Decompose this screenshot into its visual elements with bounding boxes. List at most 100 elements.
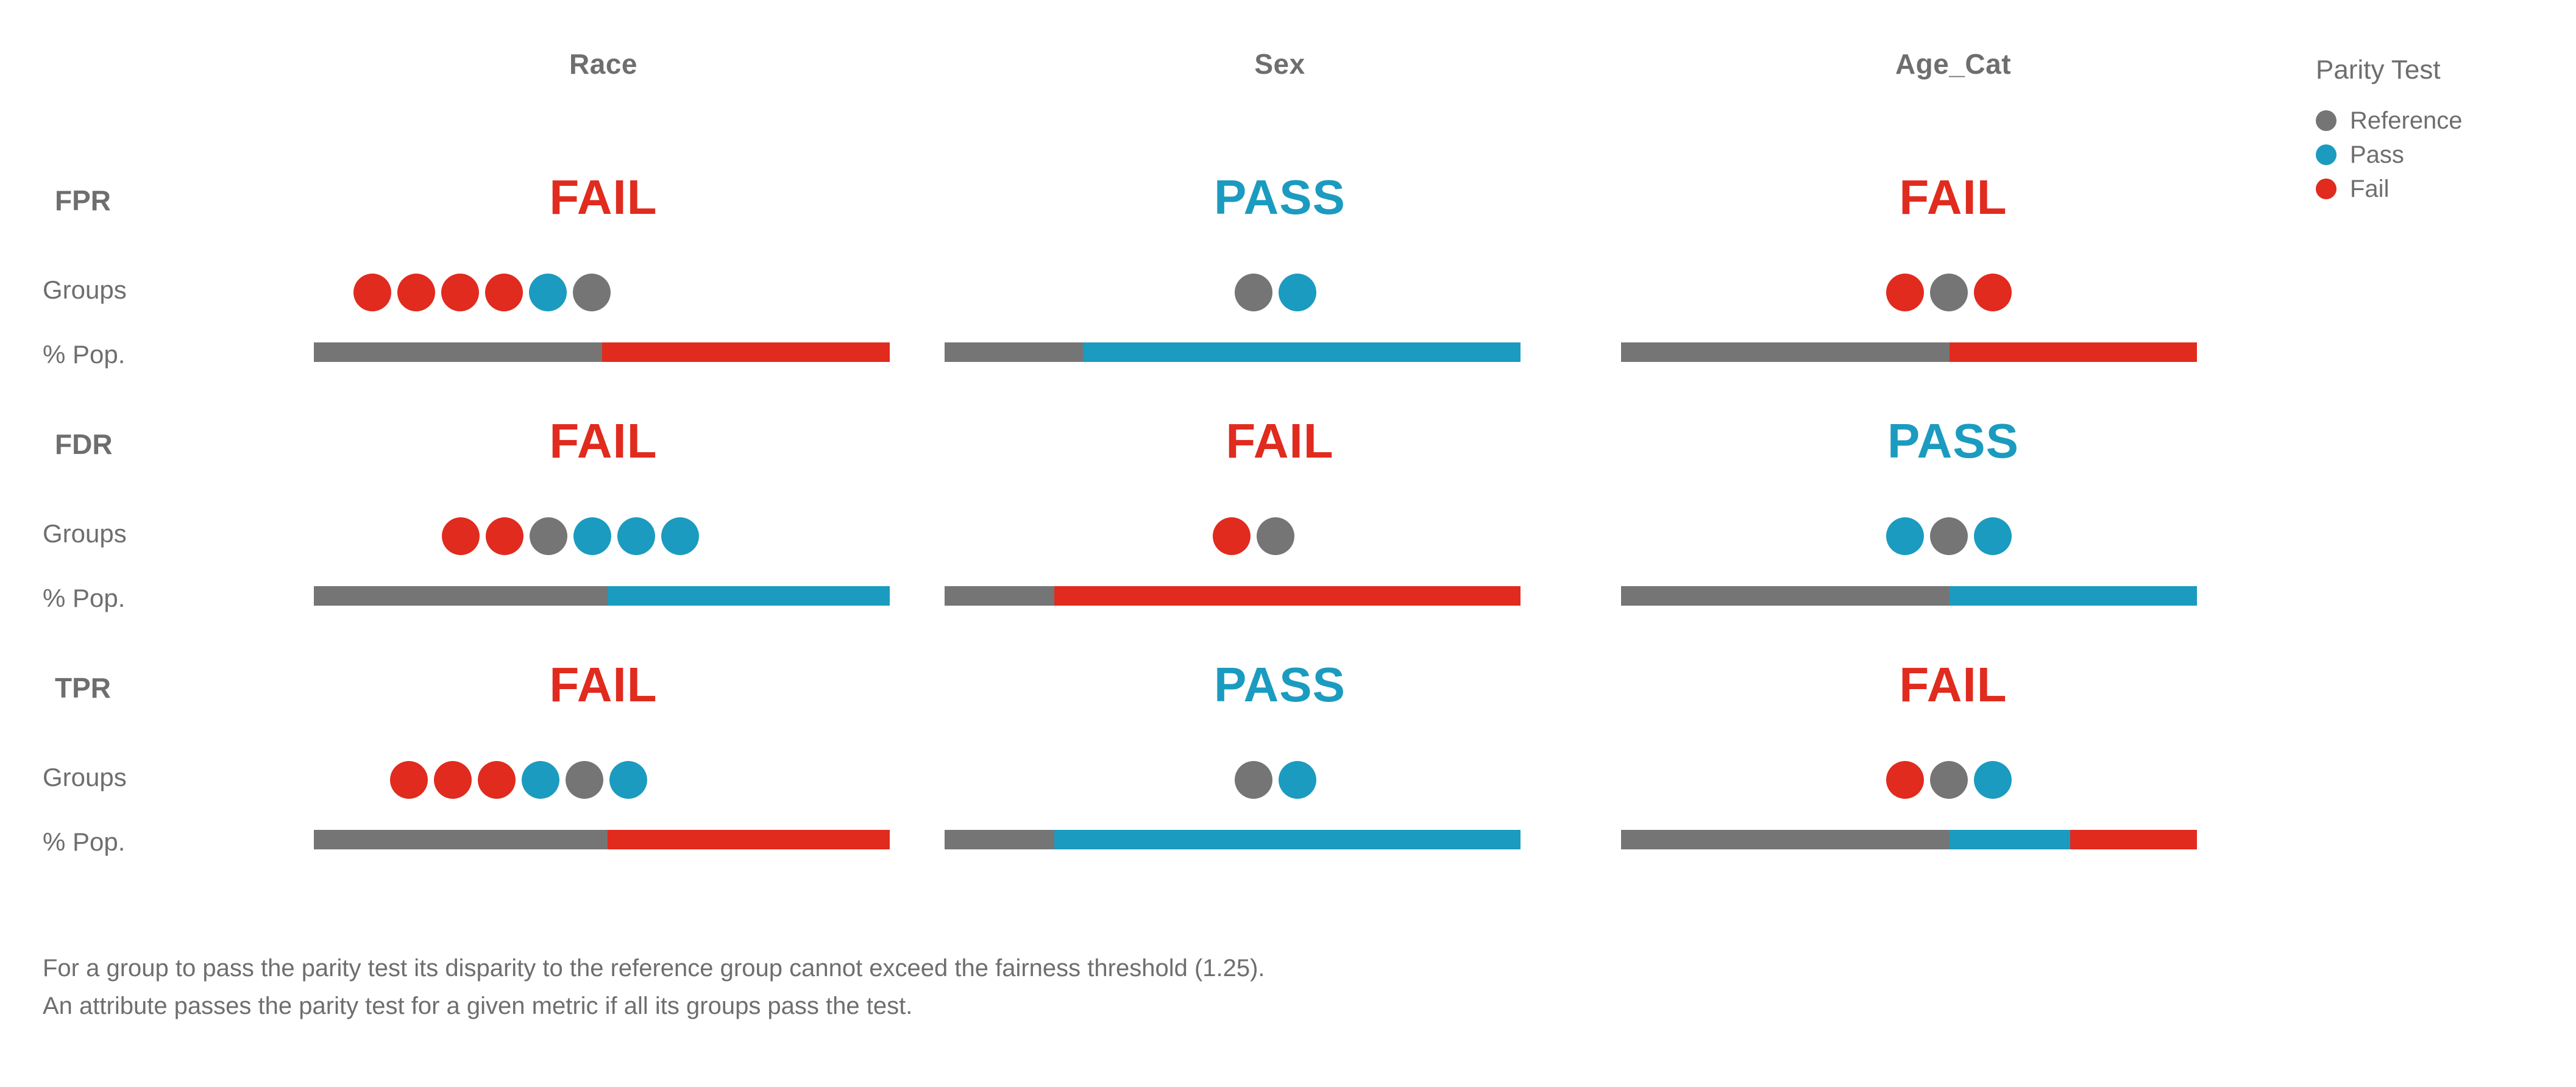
population-bar xyxy=(945,342,1520,362)
population-segment-reference[interactable] xyxy=(1621,586,1950,606)
population-segment-reference[interactable] xyxy=(1621,342,1950,362)
population-bar xyxy=(1621,586,2197,606)
group-dot-reference[interactable] xyxy=(1235,274,1272,311)
group-dot-fail[interactable] xyxy=(1213,517,1251,555)
group-dots xyxy=(945,754,1905,806)
group-dot-fail[interactable] xyxy=(390,761,428,799)
population-bar xyxy=(314,586,890,606)
population-segment-fail[interactable] xyxy=(1949,342,2197,362)
row-label-metric-fdr: FDR xyxy=(55,428,113,460)
group-dot-reference[interactable] xyxy=(566,761,603,799)
population-segment-reference[interactable] xyxy=(945,830,1054,849)
cell-tpr-age_cat: FAIL xyxy=(1618,652,2288,896)
population-bar xyxy=(1621,830,2197,849)
verdict-badge: FAIL xyxy=(1899,170,2007,224)
population-segment-reference[interactable] xyxy=(1621,830,1950,849)
group-dots xyxy=(268,511,1112,562)
group-dot-pass[interactable] xyxy=(1974,761,2012,799)
population-bar xyxy=(1621,342,2197,362)
group-dot-fail[interactable] xyxy=(486,517,523,555)
group-dot-fail[interactable] xyxy=(485,274,523,311)
group-dot-pass[interactable] xyxy=(1279,274,1316,311)
legend-swatch-fail-icon xyxy=(2316,179,2336,199)
legend-item-pass[interactable]: Pass xyxy=(2316,138,2572,172)
verdict-badge: FAIL xyxy=(549,170,658,224)
population-segment-fail[interactable] xyxy=(2070,830,2197,849)
group-dots xyxy=(945,267,1905,318)
verdict-badge: FAIL xyxy=(1899,657,2007,712)
group-dot-fail[interactable] xyxy=(397,274,435,311)
row-label-pop-tpr: % Pop. xyxy=(43,827,126,856)
group-dot-reference[interactable] xyxy=(1930,517,1968,555)
group-dot-fail[interactable] xyxy=(441,274,479,311)
cell-fpr-sex: PASS xyxy=(945,165,1615,408)
population-bar xyxy=(945,830,1520,849)
verdict-badge: FAIL xyxy=(549,414,658,468)
group-dot-reference[interactable] xyxy=(1257,517,1294,555)
population-segment-reference[interactable] xyxy=(314,830,608,849)
group-dot-reference[interactable] xyxy=(1930,761,1968,799)
legend-label-fail: Fail xyxy=(2350,175,2390,202)
legend-item-fail[interactable]: Fail xyxy=(2316,172,2572,206)
population-segment-pass[interactable] xyxy=(1949,586,2197,606)
footnote-line-2: An attribute passes the parity test for … xyxy=(43,993,913,1019)
group-dot-reference[interactable] xyxy=(530,517,567,555)
population-segment-pass[interactable] xyxy=(1949,830,2071,849)
group-dot-fail[interactable] xyxy=(353,274,391,311)
cell-fdr-age_cat: PASS xyxy=(1618,408,2288,652)
group-dot-fail[interactable] xyxy=(442,517,480,555)
group-dot-reference[interactable] xyxy=(573,274,611,311)
row-label-groups-fpr: Groups xyxy=(43,275,127,304)
group-dot-pass[interactable] xyxy=(1974,517,2012,555)
verdict-badge: PASS xyxy=(1214,657,1346,712)
row-label-pop-fdr: % Pop. xyxy=(43,584,126,612)
population-segment-reference[interactable] xyxy=(314,586,608,606)
population-segment-pass[interactable] xyxy=(607,586,890,606)
group-dot-fail[interactable] xyxy=(434,761,472,799)
population-bar xyxy=(314,830,890,849)
population-segment-pass[interactable] xyxy=(1054,830,1520,849)
group-dot-reference[interactable] xyxy=(1930,274,1968,311)
group-dot-fail[interactable] xyxy=(478,761,516,799)
group-dots xyxy=(1618,511,2556,562)
legend-item-reference[interactable]: Reference xyxy=(2316,104,2572,138)
column-header-sex: Sex xyxy=(1254,48,1305,80)
population-segment-fail[interactable] xyxy=(607,830,890,849)
group-dot-pass[interactable] xyxy=(1886,517,1924,555)
population-segment-fail[interactable] xyxy=(601,342,890,362)
group-dot-fail[interactable] xyxy=(1886,761,1924,799)
column-header-race: Race xyxy=(569,48,637,80)
group-dot-fail[interactable] xyxy=(1886,274,1924,311)
group-dot-reference[interactable] xyxy=(1235,761,1272,799)
legend-swatch-reference-icon xyxy=(2316,110,2336,131)
group-dot-fail[interactable] xyxy=(1974,274,2012,311)
group-dot-pass[interactable] xyxy=(609,761,647,799)
population-bar xyxy=(314,342,890,362)
population-segment-reference[interactable] xyxy=(945,342,1083,362)
population-segment-pass[interactable] xyxy=(1082,342,1520,362)
group-dots xyxy=(268,267,1024,318)
cell-tpr-sex: PASS xyxy=(945,652,1615,896)
group-dot-pass[interactable] xyxy=(661,517,699,555)
verdict-badge: FAIL xyxy=(549,657,658,712)
group-dot-pass[interactable] xyxy=(522,761,559,799)
cell-fdr-race: FAIL xyxy=(268,408,939,652)
group-dot-pass[interactable] xyxy=(1279,761,1316,799)
verdict-badge: PASS xyxy=(1214,170,1346,224)
population-segment-reference[interactable] xyxy=(314,342,602,362)
cell-fpr-race: FAIL xyxy=(268,165,939,408)
group-dot-pass[interactable] xyxy=(617,517,655,555)
group-dot-pass[interactable] xyxy=(573,517,611,555)
legend-label-reference: Reference xyxy=(2350,107,2463,134)
population-segment-reference[interactable] xyxy=(945,586,1054,606)
cell-fdr-sex: FAIL xyxy=(945,408,1615,652)
group-dot-pass[interactable] xyxy=(529,274,567,311)
population-segment-fail[interactable] xyxy=(1054,586,1520,606)
legend-title: Parity Test xyxy=(2316,55,2441,85)
legend-label-pass: Pass xyxy=(2350,141,2404,168)
footnote-line-1: For a group to pass the parity test its … xyxy=(43,955,1265,982)
